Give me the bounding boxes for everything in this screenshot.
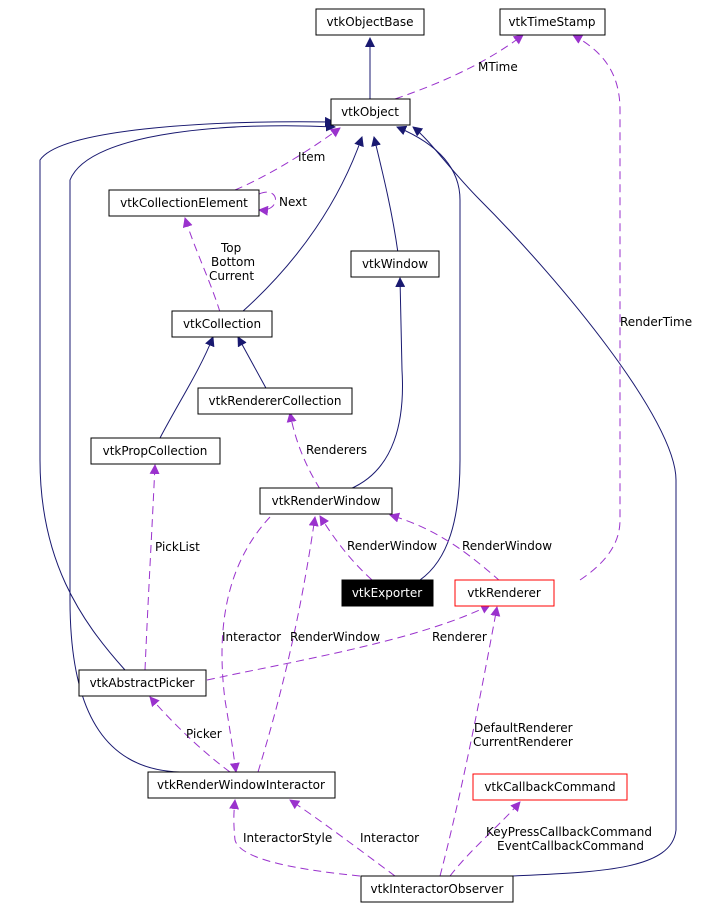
- node-label: vtkCallbackCommand: [484, 780, 615, 794]
- node-vtkinteractorobserver[interactable]: vtkInteractorObserver: [360, 875, 514, 903]
- label-interactor-obs: Interactor: [360, 831, 419, 845]
- node-vtkabstractpicker[interactable]: vtkAbstractPicker: [78, 669, 207, 697]
- label-pick-list: PickList: [155, 540, 200, 554]
- label-renderers: Renderers: [306, 443, 367, 457]
- edge-renderwindow-to-window: [349, 277, 406, 490]
- node-label: vtkCollection: [183, 317, 261, 331]
- usage-edges: [144, 34, 621, 877]
- edge-renderwindow-renderers: [286, 412, 321, 490]
- edge-abstractpicker-renderer: [206, 604, 491, 681]
- edge-exporter-to-object: [396, 125, 461, 581]
- label-current: Current: [209, 269, 254, 283]
- label-bottom: Bottom: [211, 255, 255, 269]
- label-render-time: RenderTime: [620, 315, 692, 329]
- edge-rwi-picker: [149, 696, 231, 773]
- node-vtkwindow[interactable]: vtkWindow: [350, 250, 440, 278]
- label-render-window-exporter: RenderWindow: [347, 539, 437, 553]
- edge-collectionelement-item: [234, 127, 341, 191]
- node-label: vtkRenderWindowInteractor: [157, 778, 325, 792]
- edge-abstractpicker-picklist: [144, 464, 160, 671]
- label-keypress-callback: KeyPressCallbackCommand: [486, 825, 652, 839]
- label-render-window-rwi: RenderWindow: [290, 630, 380, 644]
- node-label: vtkObjectBase: [326, 15, 413, 29]
- node-vtkcollection[interactable]: vtkCollection: [171, 310, 273, 338]
- label-renderer: Renderer: [432, 630, 487, 644]
- label-interactor-rw: Interactor: [222, 630, 281, 644]
- node-label: vtkPropCollection: [103, 444, 208, 458]
- node-label: vtkCollectionElement: [120, 196, 248, 210]
- label-event-callback: EventCallbackCommand: [497, 839, 644, 853]
- node-vtkcollectionelement[interactable]: vtkCollectionElement: [108, 189, 260, 217]
- edge-renderer-renderwindow: [389, 512, 501, 582]
- node-label: vtkInteractorObserver: [371, 882, 504, 896]
- node-label: vtkExporter: [352, 586, 422, 600]
- node-label: vtkRendererCollection: [209, 394, 342, 408]
- node-label: vtkRenderWindow: [272, 494, 381, 508]
- label-render-window-renderer: RenderWindow: [462, 539, 552, 553]
- edge-interactorobserver-callback: [449, 801, 521, 877]
- node-label: vtkAbstractPicker: [90, 676, 195, 690]
- label-next: Next: [279, 195, 307, 209]
- edge-rwi-renderwindow: [257, 516, 319, 773]
- node-vtkexporter-focus[interactable]: vtkExporter: [341, 579, 434, 607]
- edge-interactorobserver-renderer: [439, 606, 501, 877]
- edge-rwi-interactor: [289, 799, 396, 877]
- edge-abstractpicker-to-object: [39, 116, 335, 671]
- edge-collection-to-object: [241, 136, 364, 313]
- edge-collectionelement-next: [258, 191, 276, 216]
- label-interactor-style: InteractorStyle: [243, 831, 332, 845]
- edge-renderer-rendertime: [572, 34, 621, 581]
- node-vtktimestamp[interactable]: vtkTimeStamp: [499, 8, 606, 36]
- edge-propcollection-to-collection: [159, 336, 215, 439]
- edge-interactorobserver-to-object: [412, 126, 677, 877]
- label-current-renderer: CurrentRenderer: [473, 735, 573, 749]
- inheritance-edges: [39, 37, 677, 877]
- node-vtkrenderwindowinteractor[interactable]: vtkRenderWindowInteractor: [147, 771, 336, 799]
- node-label: vtkTimeStamp: [508, 15, 595, 29]
- label-mtime: MTime: [478, 60, 518, 74]
- node-label: vtkRenderer: [467, 586, 541, 600]
- node-vtkpropcollection[interactable]: vtkPropCollection: [90, 437, 221, 465]
- node-vtkcallbackcommand[interactable]: vtkCallbackCommand: [472, 773, 628, 801]
- edge-exporter-renderwindow: [319, 515, 373, 581]
- label-picker: Picker: [186, 727, 222, 741]
- edge-window-to-object: [371, 136, 399, 254]
- node-vtkobjectbase[interactable]: vtkObjectBase: [315, 8, 425, 36]
- label-top: Top: [220, 241, 241, 255]
- label-default-renderer: DefaultRenderer: [474, 721, 573, 735]
- edge-interactorobserver-interactorstyle: [229, 799, 361, 877]
- label-item: Item: [298, 150, 325, 164]
- edge-labels: MTime Item Next Top Bottom Current Rende…: [155, 60, 692, 853]
- node-label: vtkWindow: [362, 257, 428, 271]
- edge-rwi-to-object: [69, 121, 336, 773]
- node-vtkrenderer[interactable]: vtkRenderer: [454, 579, 555, 607]
- edge-rendererscollection-to-collection: [237, 336, 268, 391]
- edge-object-mtime: [394, 34, 524, 100]
- node-vtkobject[interactable]: vtkObject: [330, 98, 411, 126]
- edge-renderwindow-interactor: [221, 516, 271, 773]
- node-vtkrenderercollection[interactable]: vtkRendererCollection: [197, 387, 353, 415]
- node-vtkrenderwindow[interactable]: vtkRenderWindow: [259, 487, 393, 515]
- node-label: vtkObject: [341, 105, 399, 119]
